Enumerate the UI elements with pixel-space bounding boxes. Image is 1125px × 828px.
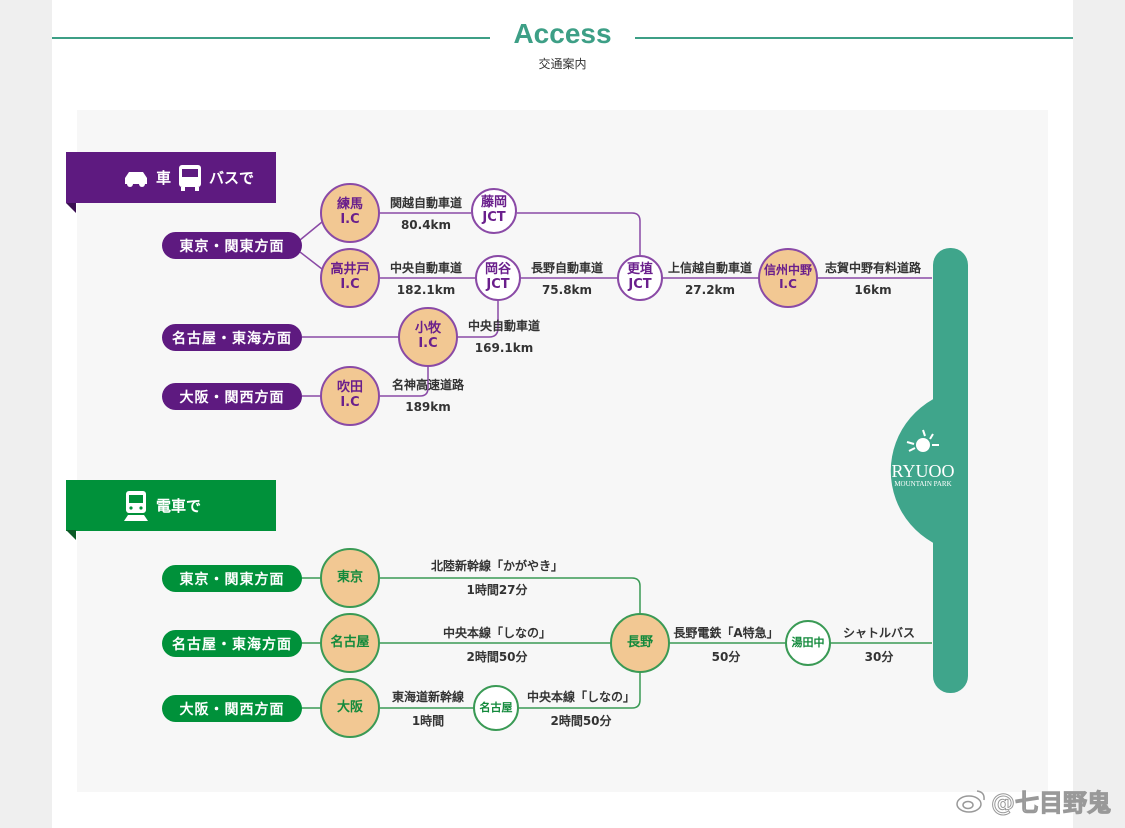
distance-label: 169.1km — [474, 341, 534, 355]
train-icon — [124, 490, 148, 521]
station-tokyo: 東京 — [320, 548, 380, 608]
station-nagoya-transfer: 名古屋 — [473, 685, 519, 731]
road-label: 長野自動車道 — [530, 261, 603, 275]
line-label: 東海道新幹線 — [391, 690, 464, 704]
divider-left — [52, 37, 490, 39]
origin-tokyo-car[interactable]: 東京・関東方面 — [162, 232, 302, 259]
bus-icon — [179, 164, 202, 191]
time-label: 50分 — [711, 650, 741, 664]
distance-label: 80.4km — [400, 218, 452, 232]
access-panel — [77, 110, 1048, 792]
station-nagano: 長野 — [610, 613, 670, 673]
sun-icon — [906, 429, 939, 452]
banner-fold — [66, 530, 76, 540]
distance-label: 75.8km — [541, 283, 593, 297]
page-title: Access — [513, 18, 612, 49]
page-subtitle: 交通案内 — [538, 57, 587, 71]
road-label: 上信越自動車道 — [667, 261, 752, 275]
logo-text: MOUNTAIN PARK — [894, 480, 952, 488]
station-yudanaka: 湯田中 — [785, 620, 831, 666]
line-label: 中央本線「しなの」 — [442, 626, 551, 640]
distance-label: 16km — [854, 283, 892, 297]
distance-label: 182.1km — [396, 283, 456, 297]
origin-nagoya-train[interactable]: 名古屋・東海方面 — [162, 630, 302, 657]
bus-label: バスで — [209, 169, 255, 187]
banner-fold — [66, 203, 76, 213]
car-icon — [125, 171, 147, 187]
line-label: 長野電鉄「A特急」 — [673, 626, 779, 640]
train-banner: 電車で — [66, 480, 276, 531]
origin-nagoya-car[interactable]: 名古屋・東海方面 — [162, 324, 302, 351]
line-label: 北陸新幹線「かがやき」 — [430, 559, 563, 573]
road-label: 関越自動車道 — [389, 196, 462, 210]
road-label: 志賀中野有料道路 — [824, 261, 921, 275]
road-label: 名神高速道路 — [391, 378, 464, 392]
line-label: シャトルバス — [842, 626, 915, 640]
watermark: @七目野鬼 — [955, 783, 1112, 818]
distance-label: 189km — [405, 400, 451, 414]
divider-right — [635, 37, 1073, 39]
origin-tokyo-train[interactable]: 東京・関東方面 — [162, 565, 302, 592]
car-bus-banner: 車 バスで — [66, 152, 276, 203]
line-label: 中央本線「しなの」 — [526, 690, 635, 704]
road-label: 中央自動車道 — [467, 319, 540, 333]
origin-osaka-train[interactable]: 大阪・関西方面 — [162, 695, 302, 722]
ryuoo-logo: RYUOO MOUNTAIN PARK — [888, 428, 958, 488]
station-osaka: 大阪 — [320, 678, 380, 738]
distance-label: 27.2km — [684, 283, 736, 297]
station-nagoya: 名古屋 — [320, 613, 380, 673]
road-label: 中央自動車道 — [389, 261, 462, 275]
origin-osaka-car[interactable]: 大阪・関西方面 — [162, 383, 302, 410]
car-label: 車 — [156, 169, 172, 187]
time-label: 1時間 — [411, 714, 445, 728]
train-label: 電車で — [156, 497, 202, 515]
time-label: 30分 — [864, 650, 894, 664]
time-label: 1時間27分 — [466, 583, 528, 597]
time-label: 2時間50分 — [466, 650, 528, 664]
time-label: 2時間50分 — [550, 714, 612, 728]
weibo-icon — [956, 789, 985, 813]
